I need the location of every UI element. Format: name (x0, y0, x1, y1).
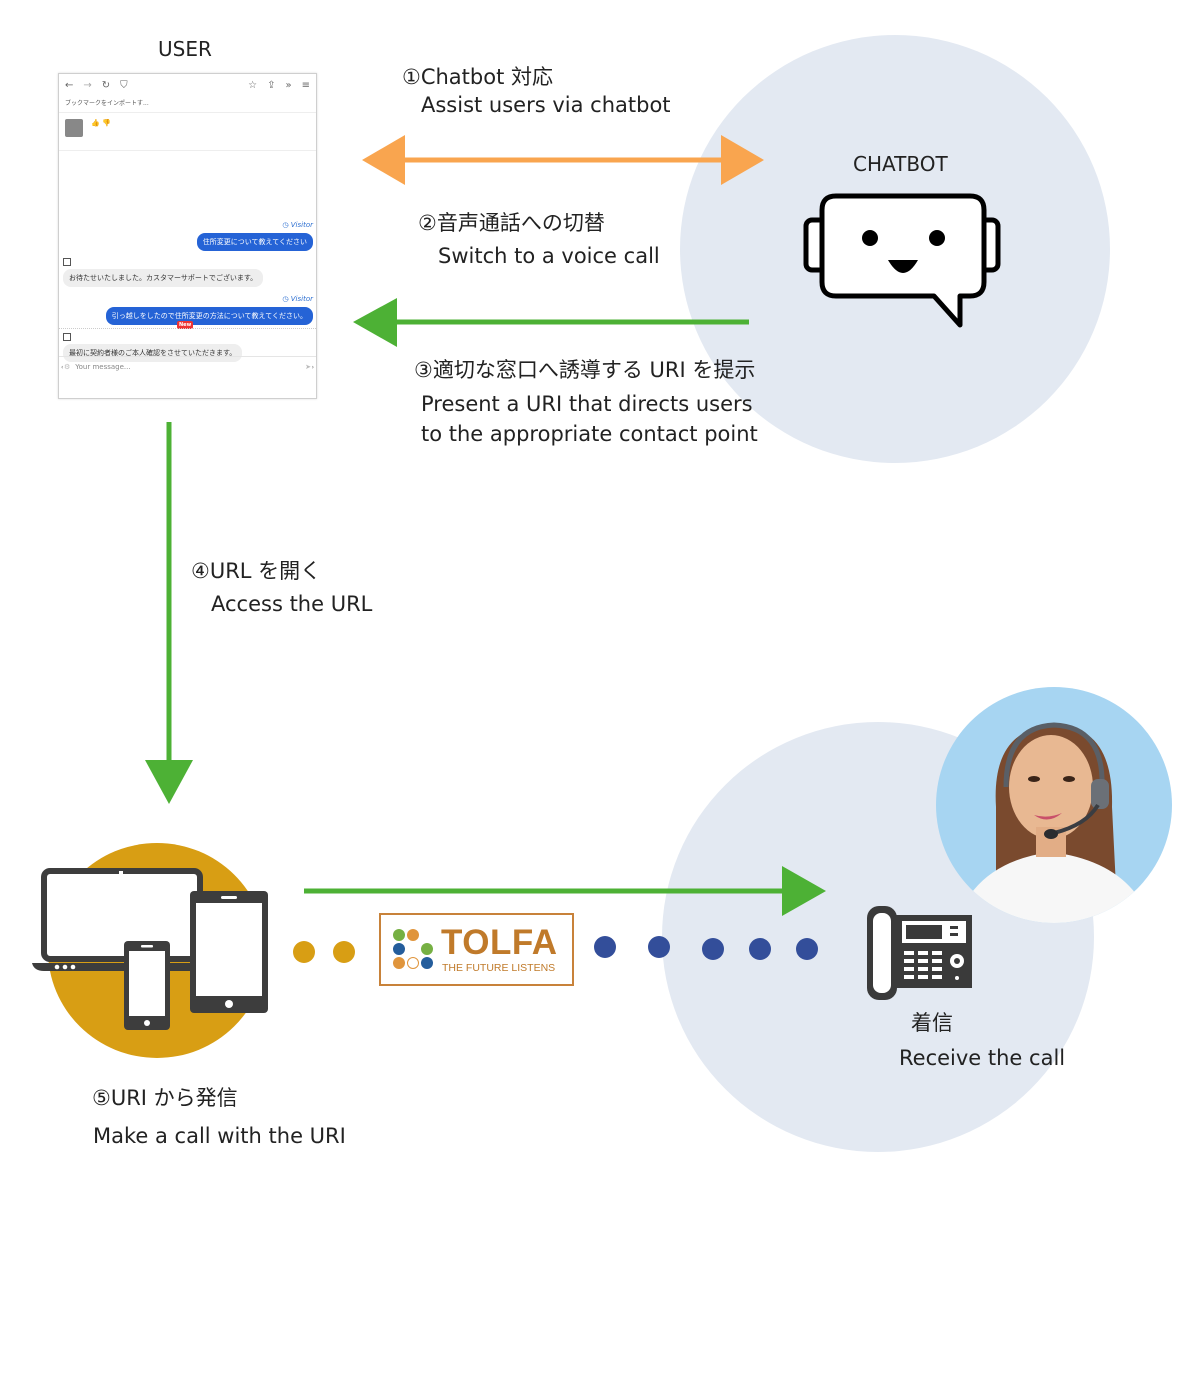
green-down-arrow (145, 422, 193, 804)
step5-jp: ⑤URI から発信 (92, 1086, 238, 1110)
step3-en-line1: Present a URI that directs users (421, 392, 753, 416)
back-icon: ← (65, 79, 74, 91)
share-icon: ⇪ (267, 79, 276, 91)
chat-message-agent: お待たせいたしました。カスタマーサポートでございます。 (63, 269, 264, 287)
connection-dot-navy (702, 938, 724, 960)
agent-icon (63, 258, 71, 266)
step5-en: Make a call with the URI (93, 1124, 346, 1148)
user-browser-screenshot: ← → ↻ ⛉ ☆ ⇪ » ≡ ブックマークをインポートす... 👍 👎 ◷ V… (58, 73, 317, 399)
chat-message-agent: 最初に契約者様のご本人確認をさせていただきます。 (63, 344, 243, 362)
tolfa-logo: TOLFA THE FUTURE LISTENS (379, 913, 574, 986)
message-input[interactable]: Your message... (75, 363, 131, 371)
step1-jp: ①Chatbot 対応 (402, 65, 553, 89)
step3-jp: ③適切な窓口へ誘導する URI を提示 (414, 358, 756, 382)
chatbot-icon (803, 193, 1001, 328)
bookmark-item: ブックマークをインポートす... (65, 100, 149, 107)
rating-icons: 👍 👎 (91, 119, 111, 127)
message-input-bar[interactable]: ⚙ Your message... ➤ (59, 356, 316, 377)
orange-double-arrow (362, 135, 764, 185)
step2-en: Switch to a voice call (438, 244, 660, 268)
star-icon: ☆ (248, 79, 258, 91)
tolfa-tagline: THE FUTURE LISTENS (442, 962, 556, 974)
agent-icon (63, 333, 71, 341)
new-badge: New (177, 321, 194, 329)
header-divider (59, 150, 316, 151)
chat-message-visitor: 住所変更について教えてください (196, 233, 313, 251)
settings-icon[interactable]: ⚙ (64, 363, 71, 371)
bookmark-bar: ブックマークをインポートす... (59, 96, 316, 113)
forward-icon: → (83, 79, 92, 91)
menu-icon: ≡ (301, 79, 310, 91)
connection-dot-navy (749, 938, 771, 960)
tolfa-name: TOLFA (441, 923, 558, 962)
overflow-icon: » (285, 79, 292, 91)
step2-jp: ②音声通話への切替 (418, 211, 605, 235)
connection-dot-navy (594, 936, 616, 958)
operator-illustration (956, 722, 1151, 923)
chat-panel: 👍 👎 ◷ Visitor 住所変更について教えてください お待たせいたしました… (59, 113, 316, 377)
horizontal-scrollbar[interactable]: ‹› (61, 364, 314, 371)
receive-en: Receive the call (899, 1046, 1066, 1070)
connection-dot-gold (293, 941, 315, 963)
new-divider (59, 328, 316, 329)
step4-en: Access the URL (211, 592, 373, 616)
visitor-label: ◷ Visitor (282, 295, 313, 303)
visitor-label: ◷ Visitor (282, 221, 313, 229)
user-label: USER (158, 37, 212, 61)
agent-avatar (65, 119, 83, 137)
shield-icon: ⛉ (120, 79, 128, 91)
green-left-arrow (353, 298, 749, 347)
devices-icon (32, 868, 268, 1030)
connection-dot-navy (648, 936, 670, 958)
reload-icon: ↻ (101, 79, 111, 91)
tolfa-logo-mark (393, 929, 433, 969)
step1-en: Assist users via chatbot (421, 93, 671, 117)
connection-dot-gold (333, 941, 355, 963)
connection-dot-navy (796, 938, 818, 960)
chat-message-visitor: 引っ越しをしたので住所変更の方法について教えてください。 (105, 307, 313, 325)
send-icon[interactable]: ➤ (305, 363, 311, 371)
chatbot-label: CHATBOT (853, 152, 948, 176)
step4-jp: ④URL を開く (191, 559, 322, 583)
green-right-arrow (304, 866, 826, 916)
receive-jp: 着信 (911, 1011, 953, 1035)
browser-toolbar: ← → ↻ ⛉ ☆ ⇪ » ≡ (59, 74, 316, 96)
desk-phone-icon (867, 906, 972, 1000)
step3-en-line2: to the appropriate contact point (421, 422, 758, 446)
operator-photo (936, 687, 1172, 923)
